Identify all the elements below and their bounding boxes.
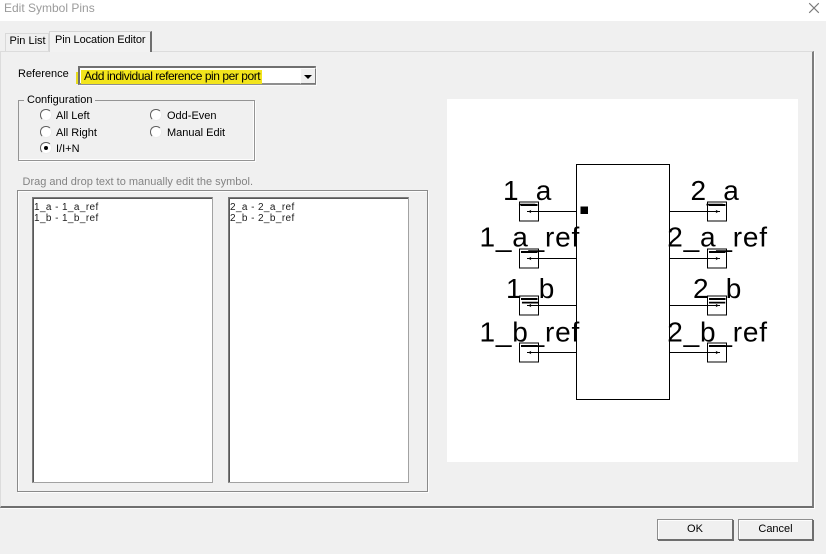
svg-text:1_b_ref: 1_b_ref	[480, 316, 581, 347]
svg-text:2_a_ref: 2_a_ref	[667, 221, 768, 252]
svg-text:1_a_ref: 1_a_ref	[480, 221, 581, 252]
svg-text:2_a: 2_a	[691, 175, 740, 206]
svg-text:2_b: 2_b	[693, 273, 742, 304]
svg-text:2_b_ref: 2_b_ref	[667, 316, 768, 347]
svg-text:1_a: 1_a	[503, 175, 552, 206]
svg-text:1_b: 1_b	[506, 273, 555, 304]
